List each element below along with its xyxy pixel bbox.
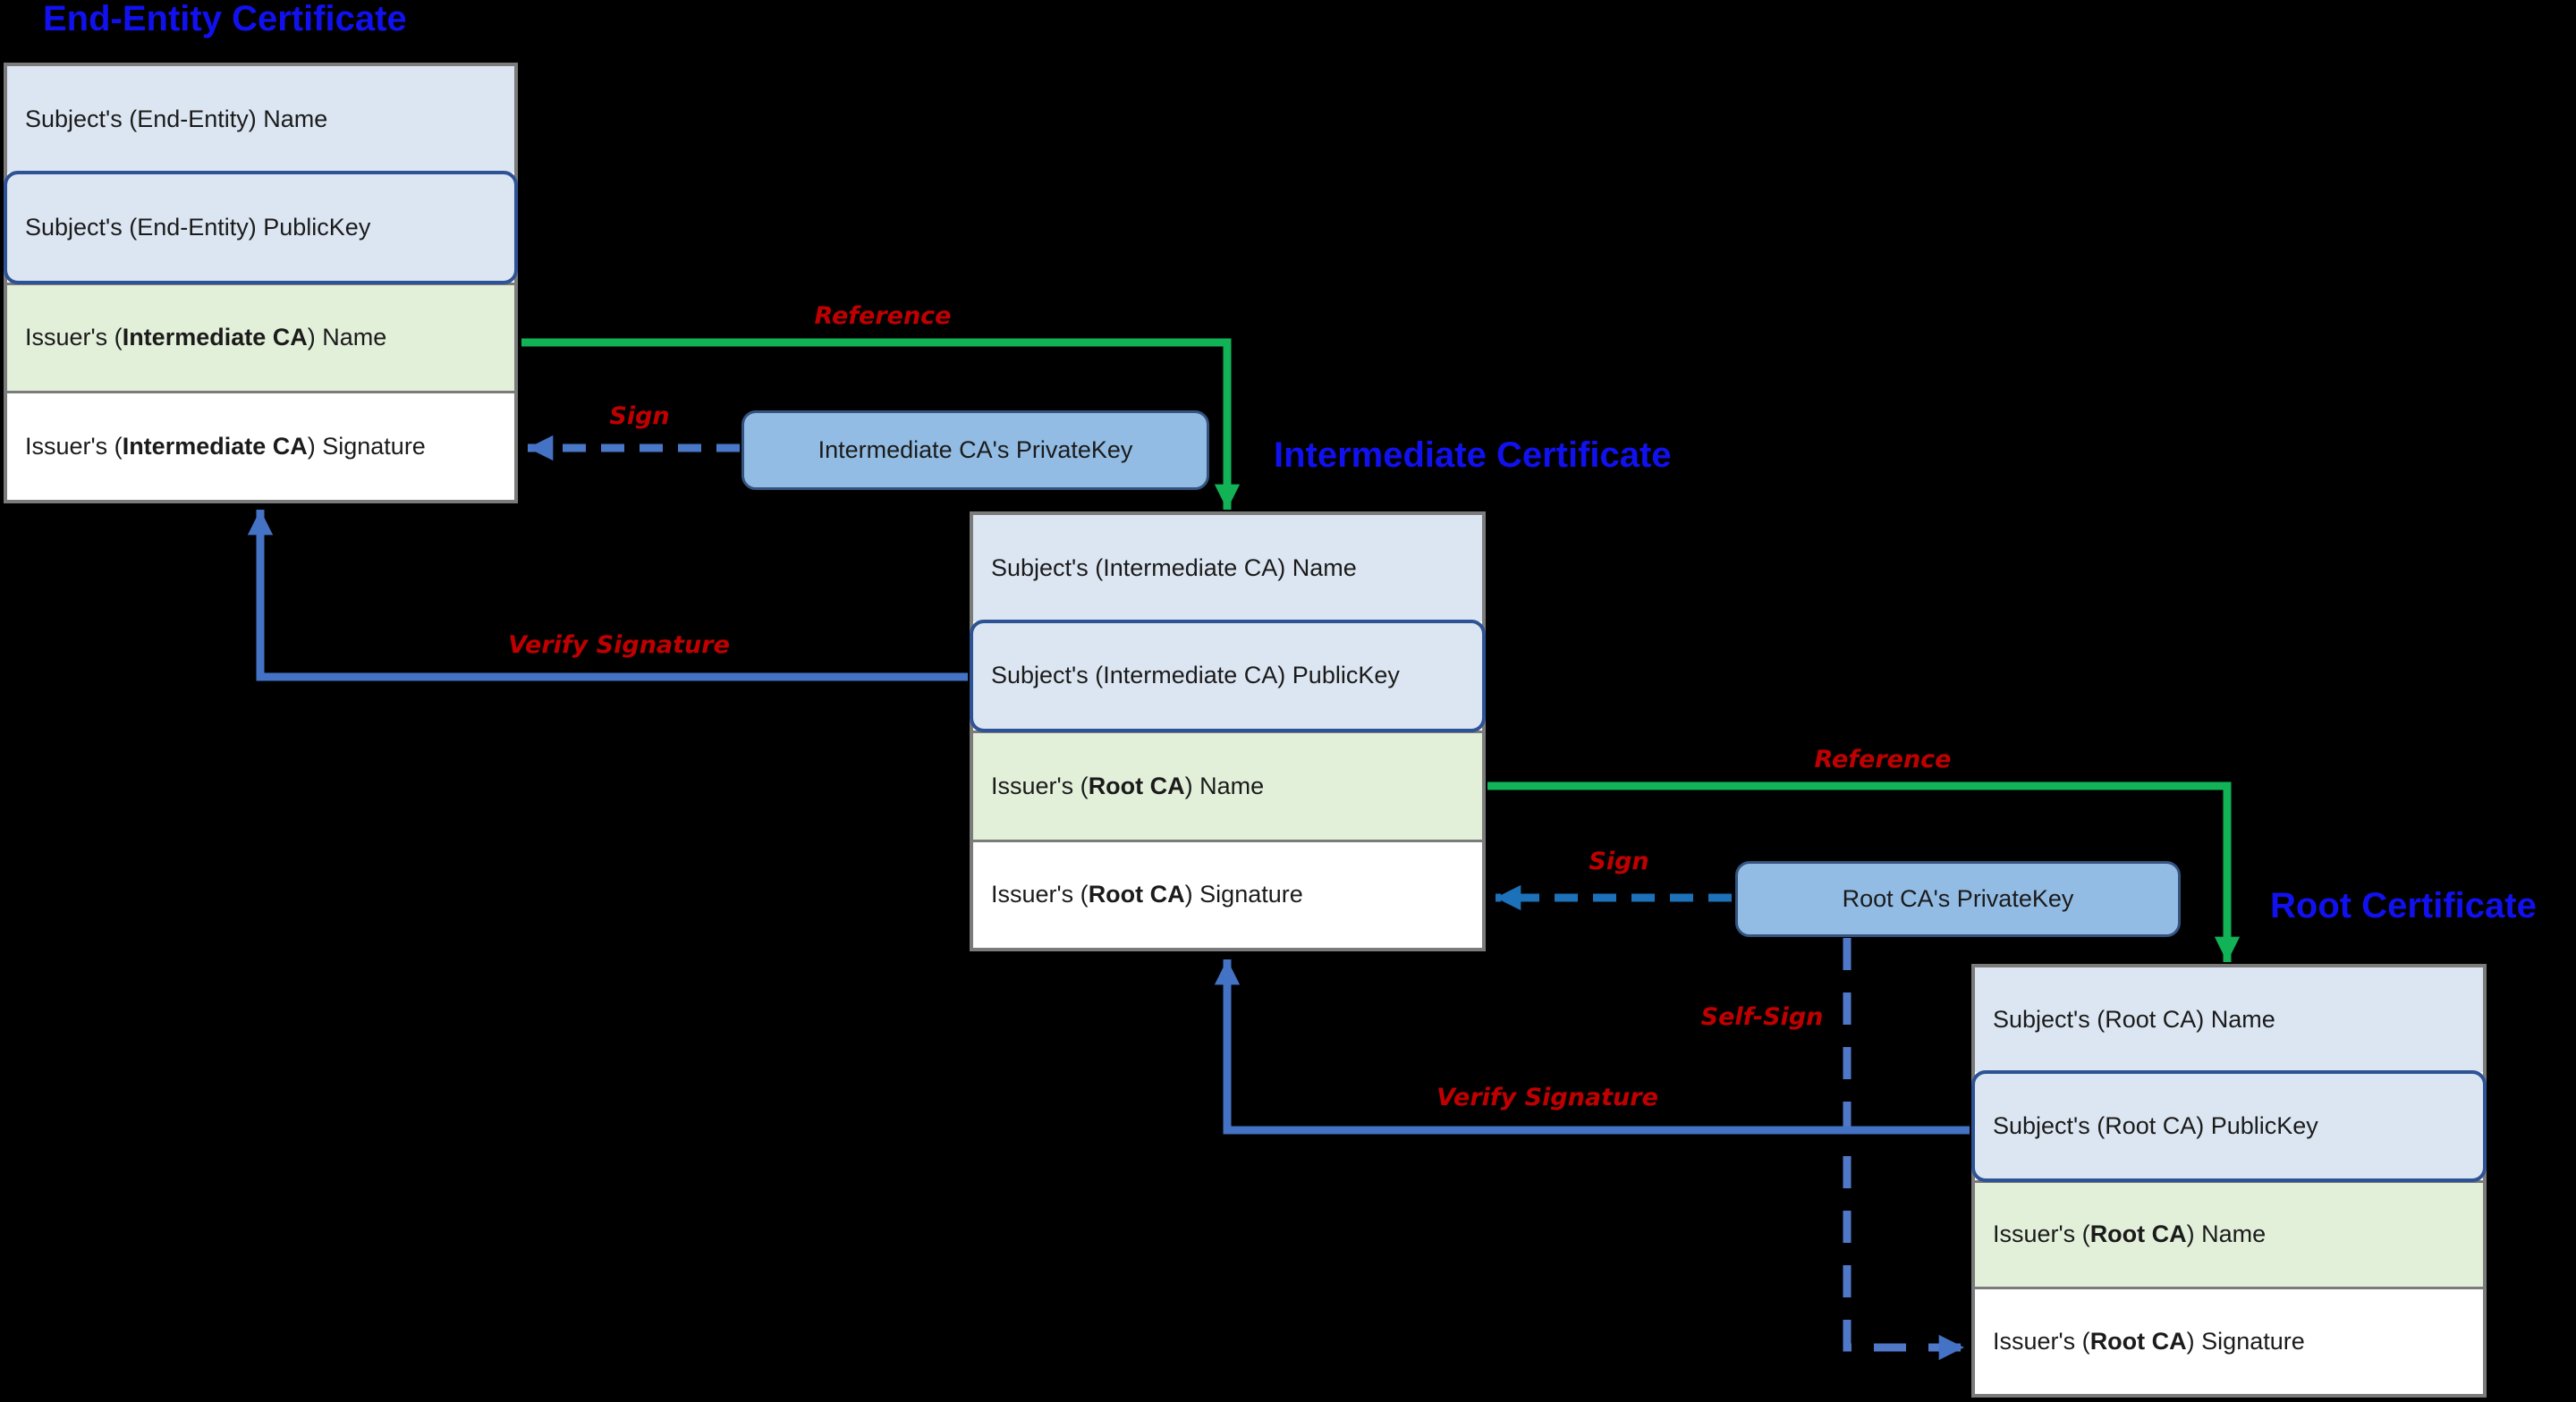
row-text: Issuer's (: [25, 433, 123, 460]
root-issuer-signature-row: Issuer's (Root CA) Signature: [1975, 1287, 2483, 1394]
reference-label-root: Reference: [1814, 746, 1952, 773]
row-text-bold: Root CA: [1088, 881, 1185, 908]
row-text: Subject's (Root CA) PublicKey: [1993, 1111, 2318, 1139]
reference-label-intermediate: Reference: [814, 302, 952, 330]
sign-label-intermediate: Sign: [609, 402, 670, 430]
intermediate-ca-privatekey-label: Intermediate CA's PrivateKey: [818, 436, 1133, 463]
end-entity-certificate-box: Subject's (End-Entity) Name Subject's (E…: [4, 63, 518, 503]
root-issuer-name-row: Issuer's (Root CA) Name: [1975, 1179, 2483, 1288]
verify-signature-label-intermediate: Verify Signature: [1436, 1084, 1658, 1111]
end-entity-subject-name-row: Subject's (End-Entity) Name: [7, 66, 514, 173]
row-text: Issuer's (: [991, 772, 1089, 799]
self-sign-label: Self-Sign: [1700, 1003, 1824, 1031]
row-text: ) Signature: [1184, 881, 1303, 908]
verify-signature-arrow-intermediate: [1214, 959, 1970, 1135]
sign-label-root: Sign: [1589, 848, 1649, 875]
row-text: Subject's (Root CA) Name: [1993, 1005, 2275, 1033]
root-certificate-box: Subject's (Root CA) Name Subject's (Root…: [1971, 964, 2487, 1398]
reference-arrow-root: [1487, 781, 2241, 962]
end-entity-subject-publickey-row: Subject's (End-Entity) PublicKey: [4, 170, 518, 284]
row-text: ) Name: [307, 324, 387, 351]
intermediate-subject-publickey-row: Subject's (Intermediate CA) PublicKey: [970, 619, 1486, 732]
row-text-bold: Root CA: [1088, 772, 1185, 799]
row-text: Subject's (End-Entity) PublicKey: [25, 213, 371, 241]
intermediate-issuer-name-row: Issuer's (Root CA) Name: [973, 731, 1482, 840]
end-entity-issuer-signature-row: Issuer's (Intermediate CA) Signature: [7, 391, 514, 500]
reference-arrow-intermediate: [521, 338, 1241, 510]
row-text: Issuer's (: [991, 881, 1089, 908]
row-text: Issuer's (: [1993, 1220, 2090, 1248]
intermediate-ca-privatekey-box: Intermediate CA's PrivateKey: [741, 410, 1209, 490]
root-certificate-title: Root Certificate: [2270, 886, 2537, 925]
row-text: Subject's (End-Entity) Name: [25, 105, 328, 132]
root-ca-privatekey-box: Root CA's PrivateKey: [1735, 861, 2181, 937]
row-text: ) Name: [1184, 772, 1265, 799]
intermediate-issuer-signature-row: Issuer's (Root CA) Signature: [973, 839, 1482, 948]
row-text-bold: Intermediate CA: [122, 324, 308, 351]
intermediate-certificate-box: Subject's (Intermediate CA) Name Subject…: [970, 511, 1486, 951]
root-subject-publickey-row: Subject's (Root CA) PublicKey: [1971, 1069, 2487, 1182]
root-ca-privatekey-label: Root CA's PrivateKey: [1842, 885, 2074, 912]
row-text-bold: Root CA: [2089, 1328, 2187, 1356]
verify-signature-label-end-entity: Verify Signature: [508, 631, 730, 659]
root-subject-name-row: Subject's (Root CA) Name: [1975, 967, 2483, 1072]
verify-signature-arrow-end-entity: [247, 510, 968, 681]
row-text: Subject's (Intermediate CA) Name: [991, 553, 1357, 581]
row-text: ) Signature: [307, 433, 426, 460]
end-entity-issuer-name-row: Issuer's (Intermediate CA) Name: [7, 282, 514, 392]
row-text: ) Name: [2186, 1220, 2267, 1248]
row-text: ) Signature: [2186, 1328, 2305, 1356]
self-sign-arrow: [1843, 938, 1964, 1361]
intermediate-certificate-title: Intermediate Certificate: [1274, 435, 1672, 475]
row-text: Issuer's (: [25, 324, 123, 351]
row-text: Issuer's (: [1993, 1328, 2090, 1356]
row-text-bold: Intermediate CA: [122, 433, 308, 460]
intermediate-subject-name-row: Subject's (Intermediate CA) Name: [973, 515, 1482, 621]
end-entity-certificate-title: End-Entity Certificate: [43, 0, 407, 38]
row-text: Subject's (Intermediate CA) PublicKey: [991, 662, 1400, 689]
row-text-bold: Root CA: [2089, 1220, 2187, 1248]
